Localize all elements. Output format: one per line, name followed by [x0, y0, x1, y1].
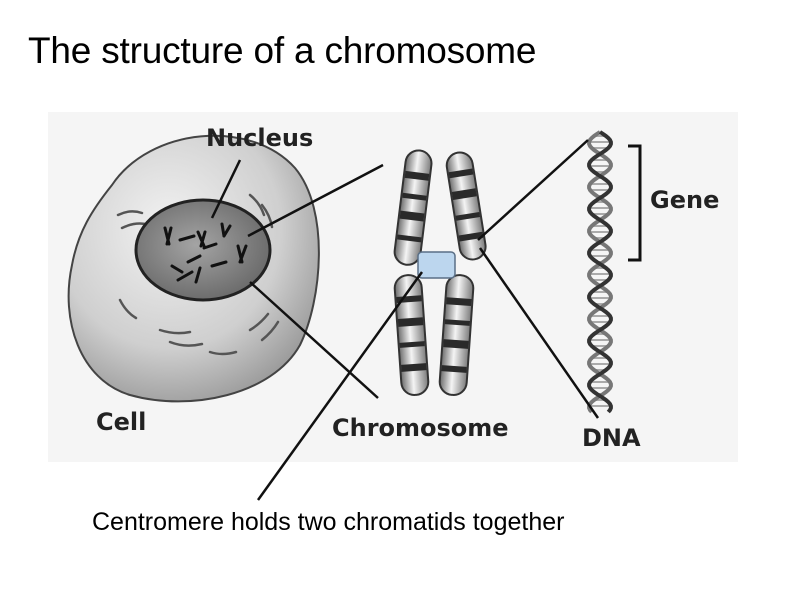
nucleus-chromosomes: [163, 222, 248, 284]
chromatid-upper-right: [445, 151, 487, 261]
pointer-lines: [210, 139, 600, 501]
nucleus: [134, 198, 272, 302]
chromatid-upper-left: [393, 149, 433, 266]
organelles: [116, 193, 280, 356]
centromere: [417, 251, 456, 279]
chromosome-to-dna-line: [477, 139, 589, 241]
gene-bracket: [628, 144, 642, 262]
gene-label: Gene: [650, 186, 720, 214]
centromere-caption-pointer: [256, 271, 424, 501]
nucleus-pointer: [210, 159, 242, 219]
slide-title: The structure of a chromosome: [28, 30, 537, 71]
nucleus-to-chromosome-line: [247, 163, 384, 238]
chromatid-lower-right: [438, 274, 475, 396]
chromosome-illustration: [393, 149, 487, 396]
dna-helix: [587, 130, 613, 414]
dna-strand-a: [587, 130, 613, 414]
chromosome-label: Chromosome: [332, 414, 509, 442]
dna-label-pointer: [478, 247, 600, 419]
cell-label: Cell: [96, 408, 147, 436]
centromere-caption: Centromere holds two chromatids together: [92, 508, 565, 536]
dna-strand-b: [587, 130, 613, 414]
nucleus-label: Nucleus: [206, 124, 314, 152]
chromosome-label-pointer: [249, 281, 379, 399]
dna-label: DNA: [582, 424, 641, 452]
cell-illustration: [67, 134, 320, 403]
chromatid-lower-left: [393, 274, 430, 396]
